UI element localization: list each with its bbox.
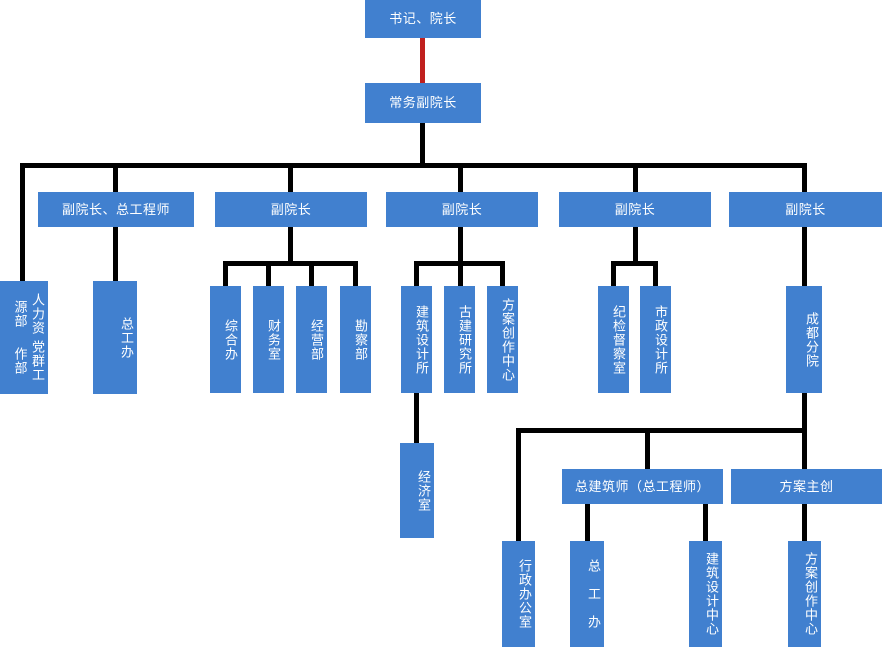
connector-bus-to-hr-party [20,163,25,281]
node-label: 行政办公室 [517,559,532,629]
node-scheme-lead[interactable]: 方案主创 [731,469,882,504]
connector-vp2-stem [288,226,293,262]
node-economics-office[interactable]: 经济室 [400,443,434,538]
node-architectural-design-center[interactable]: 建筑设计中心 [689,541,722,647]
node-label-party-work-dept: 党群工作部 [12,339,45,382]
node-finance-office[interactable]: 财务室 [253,286,284,393]
node-label: 总工办 [119,316,134,359]
node-label: 古建研究所 [457,304,472,375]
connector-bus-drop-vp-chief-engineer [113,163,118,192]
node-general-office[interactable]: 综合办 [210,286,241,393]
node-vp-3[interactable]: 副院长 [386,192,538,227]
node-label: 勘察部 [353,318,368,361]
node-scheme-creation-center[interactable]: 方案创作中心 [487,286,518,393]
node-label: 建筑设计中心 [704,552,719,636]
node-label: 经济室 [416,469,431,512]
node-label: 方案主创 [779,478,834,494]
node-admin-office[interactable]: 行政办公室 [502,541,535,647]
node-vp-5[interactable]: 副院长 [729,192,882,227]
node-chengdu-branch[interactable]: 成都分院 [786,286,822,393]
node-label: 财务室 [266,318,281,361]
node-vp-chief-engineer[interactable]: 副院长、总工程师 [38,192,194,227]
connector-vp3-drop-scheme-creation-center [500,261,505,286]
node-label: 方案创作中心 [500,297,515,382]
node-label: 总 工 办 [586,559,601,629]
node-label: 方案创作中心 [803,552,818,636]
connector-vp3-drop-architectural-design-institute [414,261,419,286]
node-label: 市政设计所 [653,304,668,375]
connector-vp5-to-chengdu-branch [802,226,807,286]
node-survey-dept[interactable]: 勘察部 [340,286,371,393]
connector-vp-chief-engineer-to-chief-engineer-office [113,226,118,281]
node-label: 书记、院长 [389,11,457,27]
node-label: 副院长 [441,201,483,217]
node-label: 纪检督察室 [611,304,626,375]
node-executive-vice-president[interactable]: 常务副院长 [365,83,481,123]
connector-vp4-drop-discipline-inspection-office [611,261,616,286]
node-label: 建筑设计所 [414,304,429,375]
node-chief-engineer-office-cd[interactable]: 总 工 办 [570,541,604,647]
connector-vp3-drop-ancient-architecture-institute [458,261,463,286]
connector-chengdu-branch-stem [802,393,807,433]
connector-bus-level3 [20,163,807,168]
node-ancient-architecture-institute[interactable]: 古建研究所 [444,286,475,393]
connector-bus-drop-vp-2 [288,163,293,192]
node-label: 总建筑师（总工程师） [574,478,710,494]
connector-vp2-drop-finance-office [266,261,271,286]
node-municipal-design-institute[interactable]: 市政设计所 [640,286,671,393]
node-chief-engineer-office[interactable]: 总工办 [93,281,137,394]
connector-executive-vp-stem [420,122,425,164]
node-operations-dept[interactable]: 经营部 [296,286,327,393]
connector-chengdu-drop-chief-architect [645,428,650,469]
connector-bus-drop-vp-3 [458,163,463,192]
connector-vp4-drop-municipal-design-institute [653,261,658,286]
connector-chief-architect-to-chief-engineer-office-cd [585,504,590,541]
node-chief-architect[interactable]: 总建筑师（总工程师） [562,469,723,504]
node-hr-and-party-work-dept[interactable]: 人力资源部 党群工作部 [0,281,48,394]
node-label: 副院长 [785,201,826,217]
connector-architectural-design-institute-to-economics-office [414,393,419,443]
connector-vp2-drop-operations-dept [309,261,314,286]
node-label: 副院长、总工程师 [61,201,170,217]
node-label: 副院长 [270,201,312,217]
node-label-hr-dept: 人力资源部 [12,293,45,336]
node-label: 经营部 [309,318,324,361]
connector-chengdu-drop-admin-office [516,428,521,541]
node-architectural-design-institute[interactable]: 建筑设计所 [401,286,432,393]
node-discipline-inspection-office[interactable]: 纪检督察室 [598,286,629,393]
connector-vp4-stem [633,226,638,262]
connector-vp4-bus [611,261,658,266]
connector-vp2-drop-general-office [223,261,228,286]
connector-bus-drop-vp-4 [633,163,638,192]
node-secretary-president[interactable]: 书记、院长 [365,0,481,38]
connector-president-to-executive-vp [420,38,425,83]
connector-scheme-lead-to-scheme-creation-center-cd [802,504,807,541]
node-label: 常务副院长 [389,95,457,111]
node-scheme-creation-center-cd[interactable]: 方案创作中心 [788,541,821,647]
connector-chengdu-drop-scheme-lead [802,428,807,469]
node-label: 成都分院 [804,311,819,368]
node-label: 副院长 [614,201,656,217]
connector-vp2-drop-survey-dept [353,261,358,286]
connector-chief-architect-to-architectural-design-center [703,504,708,541]
node-label: 综合办 [223,318,238,361]
connector-vp3-stem [458,226,463,262]
connector-vp2-bus [223,261,358,266]
node-vp-4[interactable]: 副院长 [559,192,711,227]
connector-bus-drop-vp-5 [802,163,807,192]
connector-chengdu-bus [516,428,807,433]
node-vp-2[interactable]: 副院长 [215,192,367,227]
